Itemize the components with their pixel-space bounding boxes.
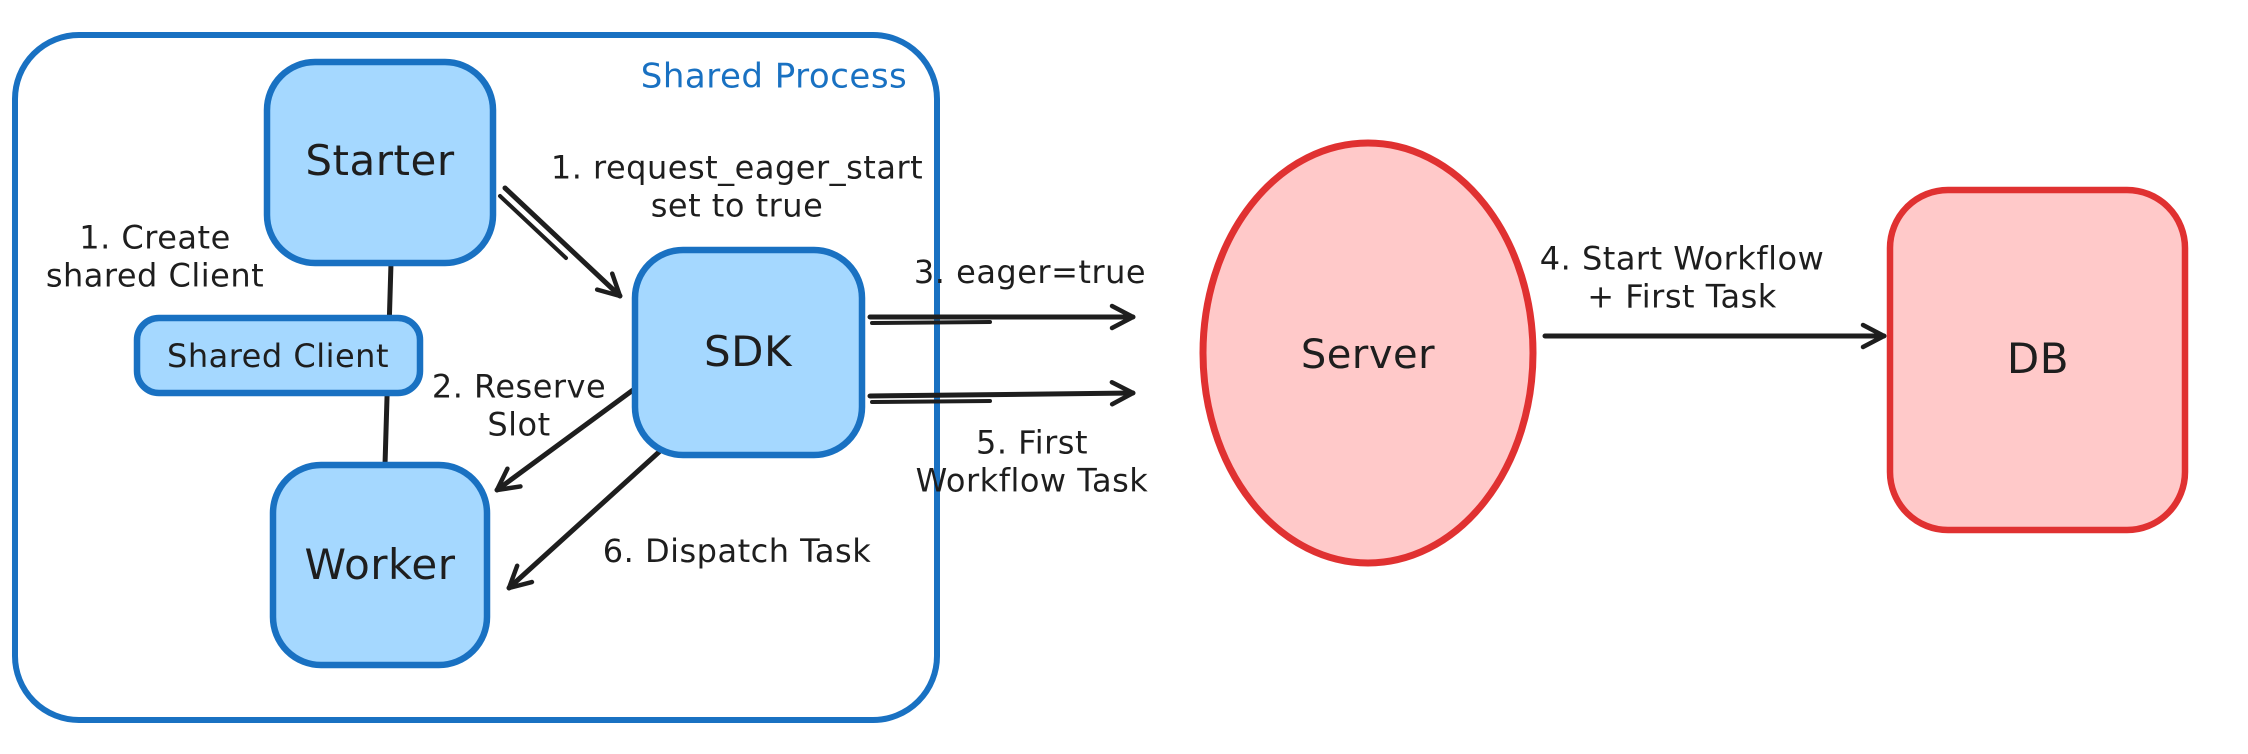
- worker-node-label: Worker: [304, 539, 456, 589]
- edge-starter-sdk-arrow: [502, 185, 623, 299]
- shared-process-box: [12, 32, 940, 723]
- edge-sdk-server-task-sketch-stroke: [870, 399, 992, 404]
- step-reserve-slot-label: 2. Reserve Slot: [431, 367, 607, 444]
- db-node-shape: [1886, 186, 2189, 534]
- step-eager-true-label: 3. eager=true: [913, 252, 1147, 291]
- edge-sdk-worker-dispatch-arrow: [506, 449, 662, 591]
- server-node-shape: [1199, 139, 1537, 567]
- edge-sdk-server-task-arrow: [867, 379, 1136, 407]
- server-node-label: Server: [1300, 332, 1436, 378]
- step-request-eager-start-label: 1. request_eager_start set to true: [550, 148, 924, 225]
- sdk-node-shape: [631, 246, 866, 459]
- edge-starter-sdk-sketch-stroke: [498, 194, 568, 260]
- shared-client-node-label: Shared Client: [167, 336, 389, 375]
- db-node-label: DB: [2006, 333, 2070, 383]
- step-create-shared-client-label: 1. Create shared Client: [45, 218, 265, 295]
- step-start-workflow-label: 4. Start Workflow + First Task: [1539, 239, 1825, 316]
- shared-client-node-shape: [133, 314, 424, 397]
- starter-node-label: Starter: [305, 135, 455, 185]
- shared-process-title: Shared Process: [640, 56, 908, 97]
- worker-node-shape: [269, 461, 491, 669]
- step-dispatch-task-label: 6. Dispatch Task: [602, 531, 872, 570]
- sdk-node-label: SDK: [703, 326, 793, 376]
- edge-sdk-server-eager-sketch-stroke: [870, 320, 992, 325]
- edge-sdk-worker-reserve-arrow: [494, 387, 636, 493]
- step-first-workflow-task-label: 5. First Workflow Task: [915, 423, 1149, 500]
- starter-node-shape: [263, 58, 497, 267]
